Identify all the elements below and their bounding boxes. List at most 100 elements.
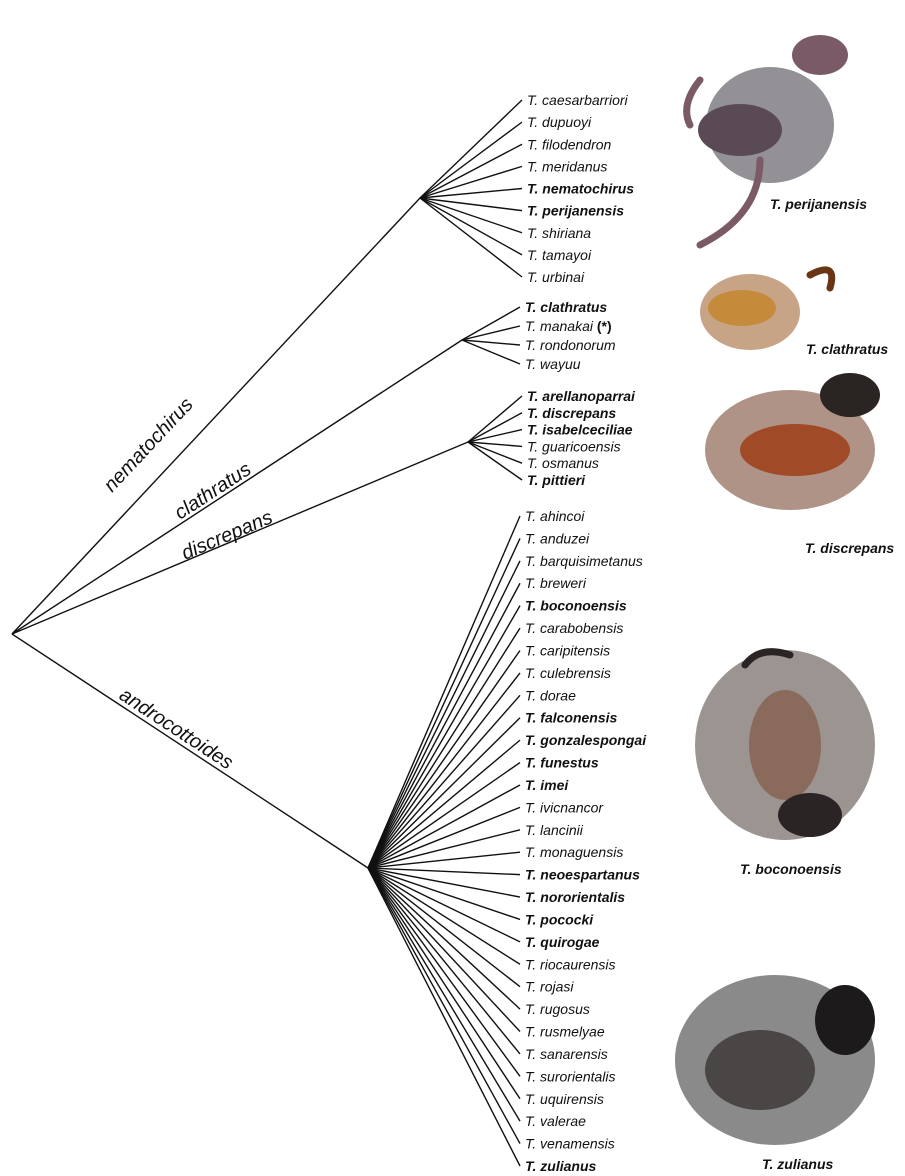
taxon-label: T. lancinii <box>525 822 584 838</box>
photo-discrepans: T. discrepans <box>705 373 894 556</box>
taxon-label: T. isabelceciliae <box>527 422 633 438</box>
tip-branch <box>368 868 520 875</box>
tip-branch <box>368 561 520 868</box>
taxon-label: T. dupuoyi <box>527 114 592 130</box>
scorpion-body <box>740 424 850 476</box>
photo-caption-boconoensis: T. boconoensis <box>740 861 842 877</box>
taxon-label: T. anduzei <box>525 530 590 546</box>
photo-clathratus: T. clathratus <box>700 270 888 357</box>
taxon-label: T. valerae <box>525 1113 586 1129</box>
tip-branch <box>462 307 520 340</box>
taxon-label: T. dorae <box>525 687 576 703</box>
taxon-label: T. culebrensis <box>525 665 611 681</box>
taxon-label: T. meridanus <box>527 158 607 174</box>
tip-branch <box>368 868 520 1166</box>
taxon-label: T. carabobensis <box>525 620 623 636</box>
taxon-label: T. pococki <box>525 911 594 927</box>
taxon-label: T. riocaurensis <box>525 956 616 972</box>
photo-perijanensis: T. perijanensis <box>687 35 868 245</box>
taxon-label: T. perijanensis <box>527 203 624 219</box>
tip-branch <box>368 695 520 868</box>
tip-branch <box>368 868 520 1054</box>
tip-branch <box>420 122 522 198</box>
tip-branch <box>368 868 520 1144</box>
taxon-label: T. rugosus <box>525 1001 590 1017</box>
tip-branch <box>368 718 520 868</box>
scorpion-body <box>749 690 821 800</box>
taxon-label: T. zulianus <box>525 1158 597 1174</box>
scorpion-body <box>708 290 776 326</box>
taxon-label: T. barquisimetanus <box>525 553 643 569</box>
taxon-label: T. breweri <box>525 575 587 591</box>
tip-branch <box>368 868 520 1121</box>
tip-branch <box>468 442 522 480</box>
taxon-label: T. rojasi <box>525 979 574 995</box>
tip-branch <box>368 628 520 868</box>
taxon-label: T. rondonorum <box>525 337 616 353</box>
photo-caption-discrepans: T. discrepans <box>805 540 894 556</box>
photo-boconoensis: T. boconoensis <box>695 650 875 877</box>
tip-branch <box>368 583 520 868</box>
photo-caption-zulianus: T. zulianus <box>762 1156 834 1172</box>
scorpion-tail <box>687 80 700 125</box>
taxon-label: T. venamensis <box>525 1136 615 1152</box>
taxon-label: T. guaricoensis <box>527 438 621 454</box>
taxon-label: T. funestus <box>525 755 599 771</box>
taxon-label: T. arellanoparrai <box>527 388 636 404</box>
tip-branch <box>420 198 522 277</box>
taxon-label: T. tamayoi <box>527 247 592 263</box>
tip-branch <box>368 868 520 1009</box>
taxon-label: T. ivicnancor <box>525 799 604 815</box>
taxon-label: T. urbinai <box>527 269 585 285</box>
tip-branch <box>368 868 520 987</box>
taxon-label: T. sanarensis <box>525 1046 608 1062</box>
scorpion-tail <box>810 270 832 288</box>
taxon-label: T. boconoensis <box>525 598 627 614</box>
photo-caption-perijanensis: T. perijanensis <box>770 196 867 212</box>
scorpion-claw <box>815 985 875 1055</box>
photo-caption-clathratus: T. clathratus <box>806 341 888 357</box>
photo-zulianus: T. zulianus <box>675 975 875 1172</box>
taxon-label: T. neoespartanus <box>525 867 640 883</box>
scorpion-body <box>698 104 782 156</box>
tip-branch <box>420 100 522 198</box>
taxon-label: T. quirogae <box>525 934 600 950</box>
tip-branches <box>368 100 522 1166</box>
tip-branch <box>420 198 522 233</box>
taxon-label: T. monaguensis <box>525 844 623 860</box>
tip-branch <box>468 413 522 442</box>
tip-branch <box>368 868 520 1099</box>
tip-branch <box>420 198 522 211</box>
taxon-label: T. discrepans <box>527 405 616 421</box>
taxon-label: T. caesarbarriori <box>527 92 629 108</box>
clade-label-androcottoides: androcottoides <box>115 684 237 774</box>
taxon-label: T. falconensis <box>525 710 618 726</box>
clade-label-clathratus: clathratus <box>171 458 256 524</box>
tip-branch <box>368 606 520 868</box>
taxon-labels: T. caesarbarriori T. dupuoyi T. filodendro… <box>525 92 647 1174</box>
taxon-label: T. surorientalis <box>525 1068 616 1084</box>
taxon-label: T. clathratus <box>525 299 607 315</box>
tip-branch <box>368 852 520 868</box>
tip-branch <box>462 326 520 340</box>
taxon-label: T. gonzalespongai <box>525 732 647 748</box>
taxon-label: T. ahincoi <box>525 508 585 524</box>
tip-branch <box>420 198 522 255</box>
taxon-label: T. caripitensis <box>525 642 610 658</box>
taxon-label: T. shiriana <box>527 225 591 241</box>
taxon-label: T. nematochirus <box>527 181 634 197</box>
taxon-label: T. nororientalis <box>525 889 625 905</box>
branch-nematochirus <box>12 198 420 634</box>
clade-label-nematochirus: nematochirus <box>100 394 198 497</box>
taxon-marker: (*) <box>593 318 612 334</box>
scorpion-claw <box>778 793 842 837</box>
taxon-label: T. filodendron <box>527 136 612 152</box>
scorpion-body <box>705 1030 815 1110</box>
taxon-label: T. wayuu <box>525 356 581 372</box>
taxon-label: T. rusmelyae <box>525 1024 605 1040</box>
scorpion-tail-coil <box>820 373 880 417</box>
scorpion-claw <box>792 35 848 75</box>
tip-branch <box>368 868 520 1076</box>
